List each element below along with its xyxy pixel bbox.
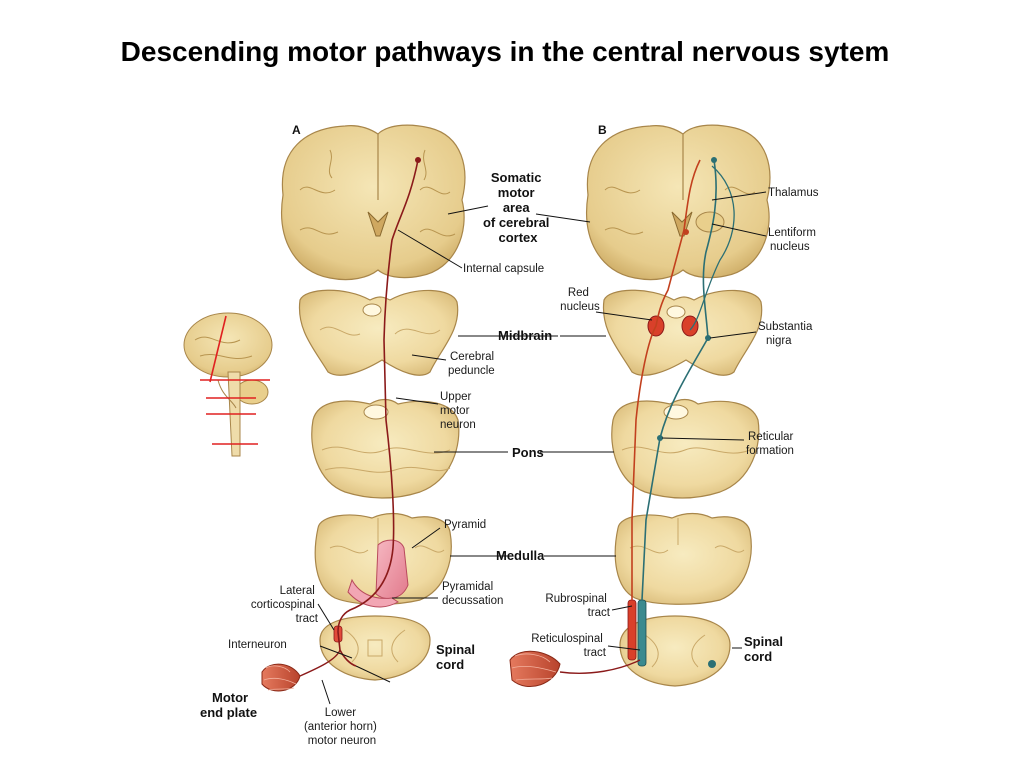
upper-motor-neuron-path [337,159,419,667]
pons-section-a [311,398,460,499]
panel-a: A [261,123,466,692]
panel-b-leaders [535,191,767,651]
muscle-b [509,650,561,688]
section-markers [200,315,270,445]
label-internal-capsule: Internal capsule [463,263,544,275]
pyramid-a [375,539,409,600]
label-medulla: Medulla [496,548,545,563]
cerebrum-section-b [586,124,771,281]
brain-inset [183,312,273,457]
panel-b: B [509,123,771,688]
label-red-nucleus: Red nucleus [560,287,600,313]
label-interneuron: Interneuron [228,639,287,651]
label-reticulospinal-tract: Reticulospinal tract [531,633,607,659]
spinal-cord-section-a [319,615,431,681]
medulla-section-b [614,512,752,605]
red-nucleus-right [681,315,699,337]
slide-title: Descending motor pathways in the central… [120,36,890,67]
label-spinal-cord-a: Spinal cord [436,642,479,672]
label-pyramid: Pyramid [444,519,486,531]
midbrain-section-b [602,289,763,376]
label-pons: Pons [512,445,544,460]
label-cerebral-peduncle: Cerebral peduncle [448,351,497,377]
label-thalamus: Thalamus [768,187,819,199]
label-reticular-formation: Reticular formation [746,431,797,457]
label-pyramidal-decussation: Pyramidal decussation [442,581,503,607]
panel-a-letter: A [292,123,301,137]
label-rubrospinal-tract: Rubrospinal tract [545,593,610,619]
panel-b-letter: B [598,123,607,137]
label-upper-motor-neuron: Upper motor neuron [440,391,476,431]
label-lateral-corticospinal-tract: Lateral corticospinal tract [251,585,319,625]
spinal-cord-section-b [619,599,731,687]
label-motor-end-plate: Motor end plate [200,690,257,720]
cerebrum-section-a [281,124,466,281]
reticulospinal-path [641,159,717,601]
midbrain-section-a [298,289,459,376]
medulla-section-a [314,512,452,608]
label-somatic-motor-area: Somatic motor area of cerebral cortex [483,170,553,245]
rubrospinal-path [631,159,701,600]
labels: Somatic motor area of cerebral cortex In… [200,170,819,747]
panel-a-leaders [317,205,558,705]
label-midbrain: Midbrain [498,328,552,343]
label-lentiform-nucleus: Lentiform nucleus [768,227,819,253]
label-spinal-cord-b: Spinal cord [744,634,787,664]
pons-section-b [611,398,760,499]
label-lower-motor-neuron: Lower (anterior horn) motor neuron [304,707,380,747]
muscle-a [261,663,301,692]
label-substantia-nigra: Substantia nigra [758,321,816,347]
